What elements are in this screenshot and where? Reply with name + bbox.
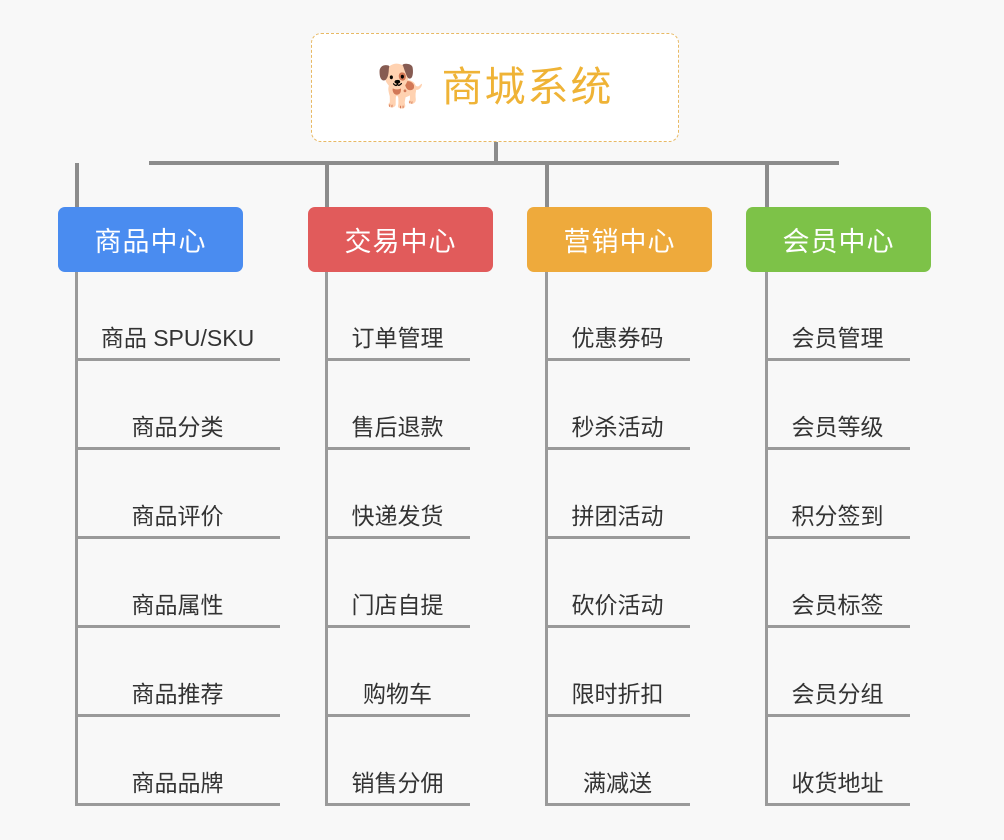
leaf-item[interactable]: 会员管理 (765, 272, 910, 361)
connector-horizontal-bus (149, 161, 839, 165)
category-box-2[interactable]: 交易中心 (308, 207, 493, 272)
root-title: 商城系统 (441, 64, 614, 110)
leaf-item-label: 优惠券码 (571, 324, 664, 351)
leaf-item[interactable]: 会员分组 (765, 628, 910, 717)
leaf-item-label: 满减送 (583, 769, 652, 796)
leaf-item[interactable]: 秒杀活动 (545, 361, 690, 450)
connector-drop-4 (765, 163, 769, 209)
category-label: 营销中心 (563, 227, 676, 257)
connector-drop-2 (325, 163, 329, 209)
leaf-item[interactable]: 售后退款 (325, 361, 470, 450)
leaf-item-label: 快递发货 (351, 502, 444, 529)
category-label: 交易中心 (344, 227, 457, 257)
leaf-trunk (75, 272, 78, 806)
leaf-item-label: 商品分类 (131, 413, 224, 440)
leaf-item-label: 商品推荐 (131, 680, 224, 707)
leaf-item[interactable]: 商品品牌 (75, 717, 280, 806)
category-label: 会员中心 (782, 227, 895, 257)
leaf-item-label: 商品品牌 (131, 769, 224, 796)
leaf-item[interactable]: 优惠券码 (545, 272, 690, 361)
leaf-item-label: 订单管理 (351, 324, 444, 351)
leaf-item[interactable]: 拼团活动 (545, 450, 690, 539)
leaf-item[interactable]: 会员标签 (765, 539, 910, 628)
connector-drop-1 (75, 163, 79, 209)
leaf-item-label: 限时折扣 (571, 680, 664, 707)
leaf-item-label: 商品属性 (131, 591, 224, 618)
leaf-item-label: 会员管理 (791, 324, 884, 351)
leaf-item-label: 门店自提 (351, 591, 444, 618)
leaf-item-label: 会员标签 (791, 591, 884, 618)
leaf-item[interactable]: 收货地址 (765, 717, 910, 806)
leaf-trunk (545, 272, 548, 806)
leaf-item[interactable]: 销售分佣 (325, 717, 470, 806)
category-box-4[interactable]: 会员中心 (746, 207, 931, 272)
leaf-item-label: 会员分组 (791, 680, 884, 707)
connector-root-stub (494, 142, 498, 163)
leaf-item[interactable]: 快递发货 (325, 450, 470, 539)
leaf-item-label: 商品 SPU/SKU (100, 324, 255, 351)
leaf-item[interactable]: 门店自提 (325, 539, 470, 628)
leaf-item[interactable]: 商品评价 (75, 450, 280, 539)
root-node[interactable]: 🐕 商城系统 (311, 33, 679, 142)
leaf-item-label: 销售分佣 (351, 769, 444, 796)
leaf-item[interactable]: 限时折扣 (545, 628, 690, 717)
leaf-item-label: 售后退款 (351, 413, 444, 440)
leaf-item[interactable]: 满减送 (545, 717, 690, 806)
leaf-trunk (765, 272, 768, 806)
leaf-trunk (325, 272, 328, 806)
leaf-item[interactable]: 商品属性 (75, 539, 280, 628)
category-box-3[interactable]: 营销中心 (527, 207, 712, 272)
leaf-item[interactable]: 积分签到 (765, 450, 910, 539)
leaf-item[interactable]: 订单管理 (325, 272, 470, 361)
category-box-1[interactable]: 商品中心 (58, 207, 243, 272)
category-label: 商品中心 (94, 227, 207, 257)
leaf-item-label: 秒杀活动 (571, 413, 664, 440)
leaf-item-label: 购物车 (363, 680, 432, 707)
leaf-item-label: 会员等级 (791, 413, 884, 440)
leaf-item-label: 拼团活动 (571, 502, 664, 529)
dog-face-icon: 🐕 (376, 63, 428, 109)
leaf-item-label: 收货地址 (791, 769, 884, 796)
leaf-item[interactable]: 会员等级 (765, 361, 910, 450)
leaf-item-label: 砍价活动 (571, 591, 664, 618)
leaf-item[interactable]: 商品推荐 (75, 628, 280, 717)
leaf-item[interactable]: 商品分类 (75, 361, 280, 450)
leaf-item[interactable]: 砍价活动 (545, 539, 690, 628)
leaf-item-label: 积分签到 (791, 502, 884, 529)
leaf-item-label: 商品评价 (131, 502, 224, 529)
leaf-item[interactable]: 商品 SPU/SKU (75, 272, 280, 361)
connector-drop-3 (545, 163, 549, 209)
leaf-item[interactable]: 购物车 (325, 628, 470, 717)
